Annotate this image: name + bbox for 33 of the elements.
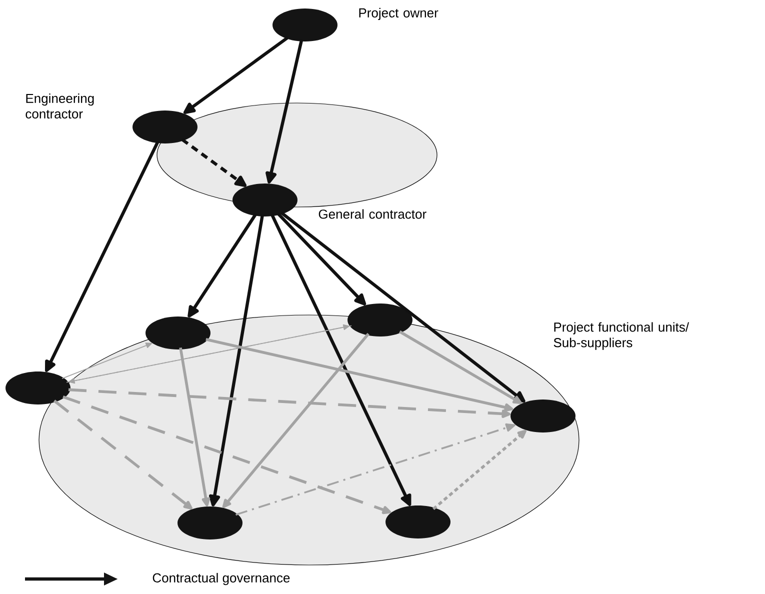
arrow [62, 396, 392, 514]
group-label: Project functional units/ Sub-suppliers [554, 322, 690, 350]
node-label: General contractor [318, 209, 426, 219]
node-ellipse [348, 304, 412, 336]
arrow [266, 39, 304, 184]
arrow [236, 423, 516, 516]
node-ellipse [386, 506, 450, 538]
arrow [181, 138, 247, 187]
node-ellipse [146, 316, 210, 350]
node-label: Project owner [359, 8, 438, 20]
node-ellipse [132, 110, 198, 144]
arrow [276, 212, 366, 306]
arrow [222, 332, 370, 508]
arrow [188, 213, 258, 318]
arrow [68, 388, 510, 418]
legend-label: Contractual governance [152, 572, 290, 586]
arrow [399, 330, 522, 404]
node-ellipse [272, 8, 338, 42]
arrow [432, 430, 526, 510]
arrow [44, 140, 160, 372]
arrow [280, 211, 526, 403]
node-ellipse [510, 400, 576, 432]
node-label: Engineering contractor [26, 93, 94, 119]
arrow [209, 214, 264, 506]
arrow [53, 400, 192, 510]
node-ellipse [6, 372, 70, 404]
arrow [183, 36, 289, 114]
arrow [206, 338, 514, 412]
arrow [179, 347, 210, 506]
node-ellipse [232, 184, 298, 216]
arrow [62, 342, 152, 379]
arrow [270, 214, 412, 506]
node-ellipse [178, 506, 242, 540]
